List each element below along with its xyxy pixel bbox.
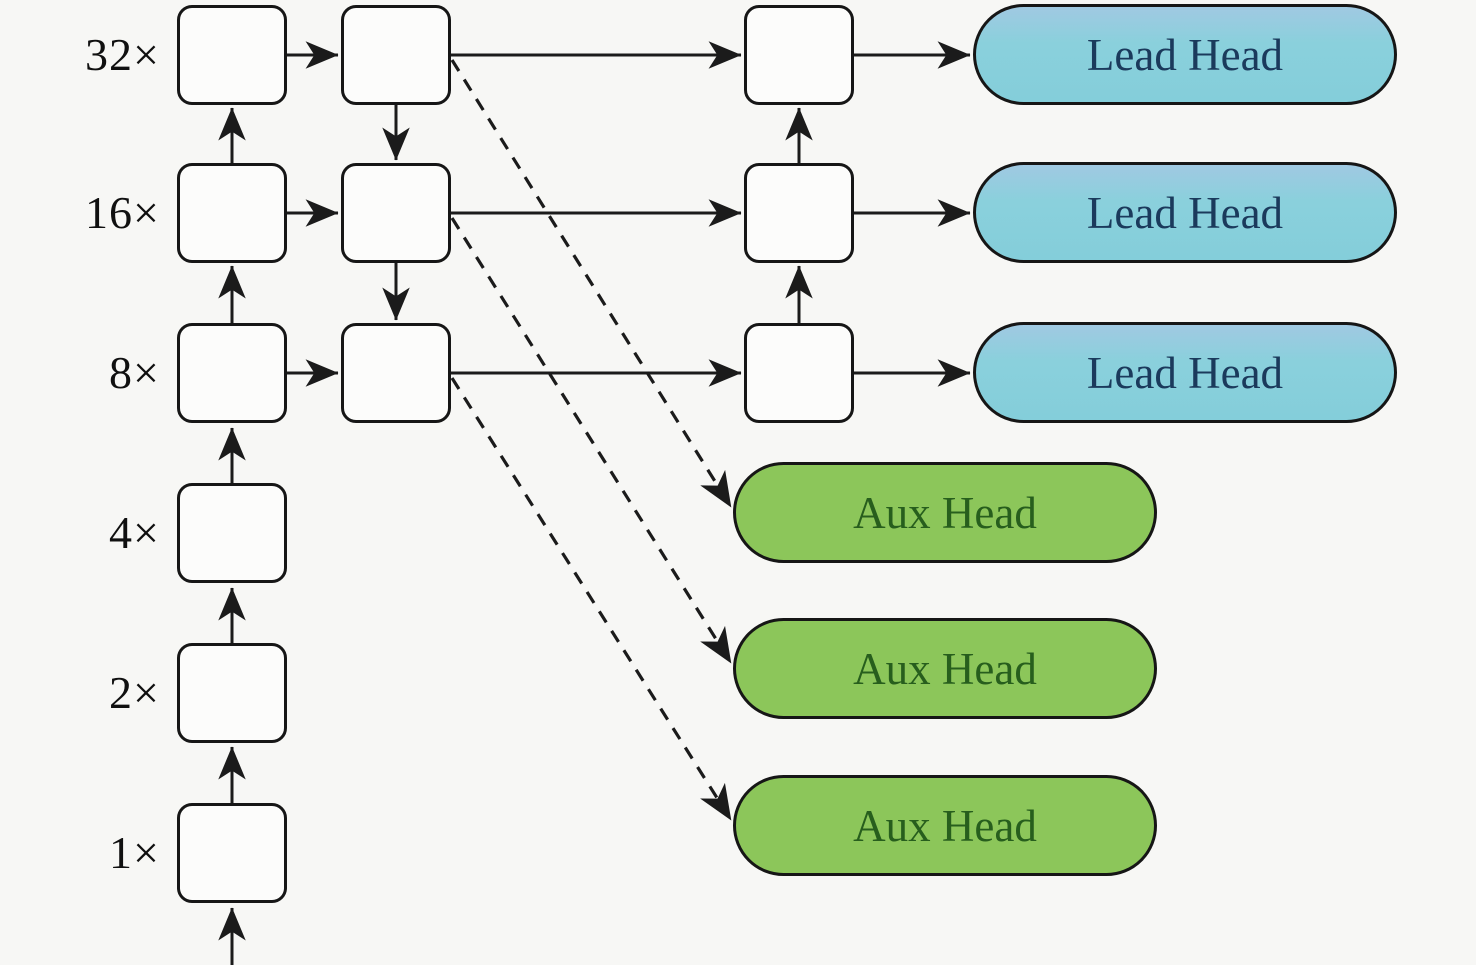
aux-head-2: Aux Head <box>733 618 1157 719</box>
topdown-block-16x <box>341 163 451 263</box>
scale-label-16x: 16× <box>85 187 160 238</box>
lead-head-16x: Lead Head <box>973 162 1397 263</box>
dashed-arrow-topdown8x-auxhead3 <box>450 377 733 821</box>
bottomup-block-8x <box>744 323 854 423</box>
dashed-arrow-topdown32x-auxhead1 <box>450 59 733 508</box>
backbone-block-1x <box>177 803 287 903</box>
lead-head-8x: Lead Head <box>973 322 1397 423</box>
scale-label-8x: 8× <box>109 347 160 398</box>
scale-label-2x: 2× <box>109 667 160 718</box>
bottomup-block-16x <box>744 163 854 263</box>
aux-head-3: Aux Head <box>733 775 1157 876</box>
scale-label-4x: 4× <box>109 507 160 558</box>
backbone-block-32x <box>177 5 287 105</box>
scale-label-32x: 32× <box>85 29 160 80</box>
lead-head-32x: Lead Head <box>973 4 1397 105</box>
backbone-block-2x <box>177 643 287 743</box>
scale-label-1x: 1× <box>109 827 160 878</box>
bottomup-block-32x <box>744 5 854 105</box>
backbone-block-16x <box>177 163 287 263</box>
aux-head-1: Aux Head <box>733 462 1157 563</box>
backbone-block-8x <box>177 323 287 423</box>
topdown-block-32x <box>341 5 451 105</box>
backbone-block-4x <box>177 483 287 583</box>
topdown-block-8x <box>341 323 451 423</box>
dashed-arrow-topdown16x-auxhead2 <box>450 217 733 664</box>
